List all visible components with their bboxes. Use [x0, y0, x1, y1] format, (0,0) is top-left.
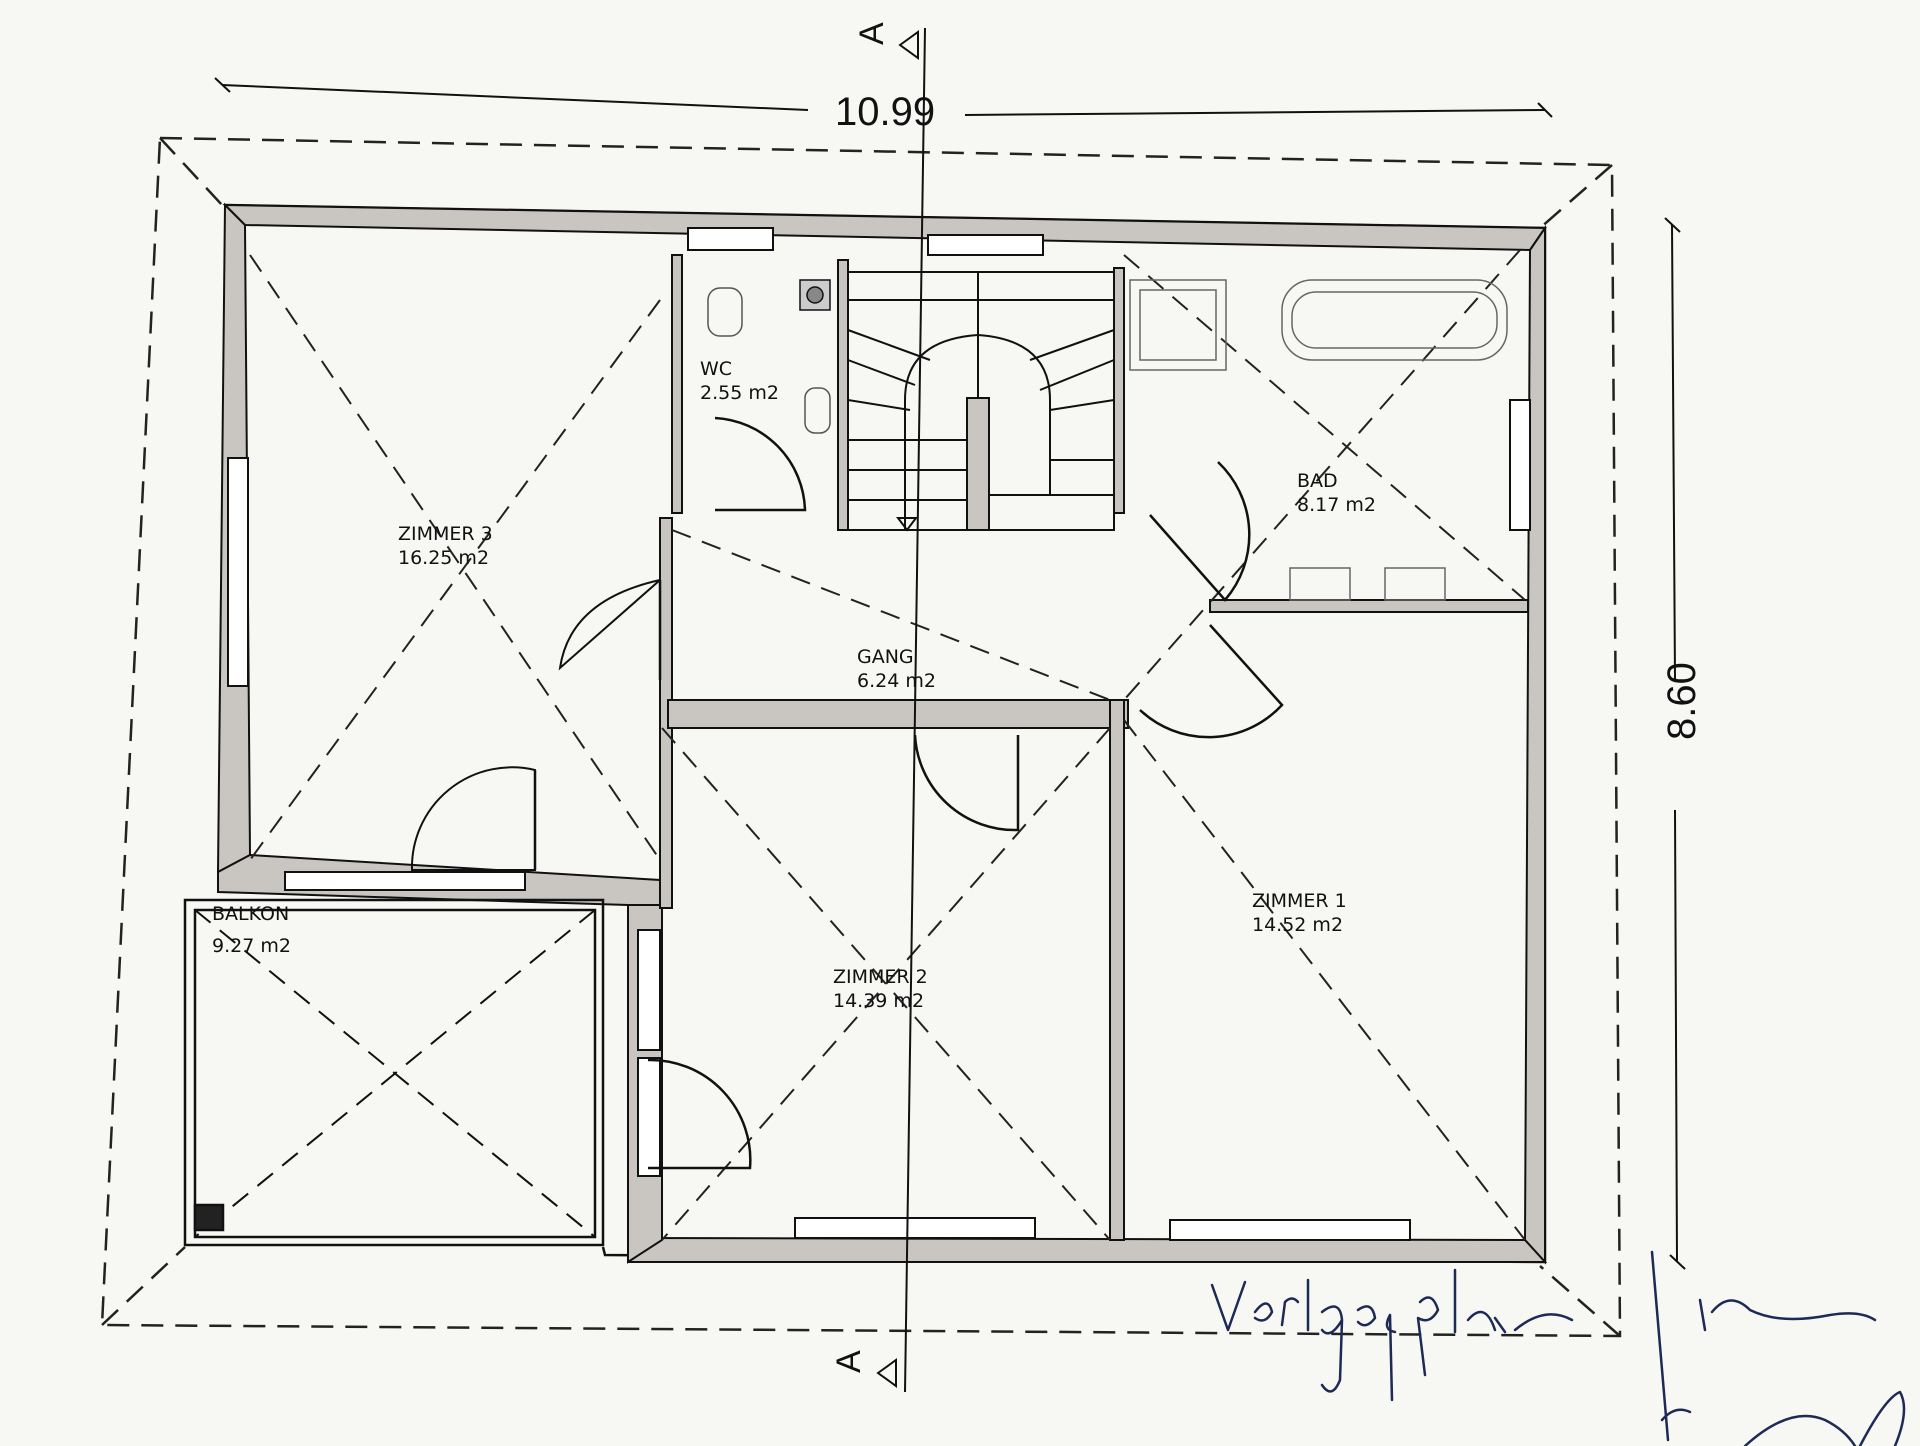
bathroom-fixtures: [1129, 279, 1508, 601]
doors: [410, 416, 1284, 1170]
room-name: BALKON: [212, 903, 289, 925]
section-line: [876, 27, 926, 1393]
section-label-bottom: A: [830, 1350, 868, 1373]
dimension-width: [214, 77, 1553, 118]
signature: [1650, 1250, 1906, 1446]
section-arrow-top-icon: [898, 30, 919, 60]
room-zimmer-3: ZIMMER 3 16.25 m2: [398, 523, 493, 569]
room-zimmer-1: ZIMMER 1 14.52 m2: [1252, 890, 1347, 936]
room-area: 14.52 m2: [1252, 914, 1343, 936]
room-area: 16.25 m2: [398, 547, 489, 569]
dimension-height: [1664, 217, 1686, 1270]
room-bad: BAD 8.17 m2: [1297, 470, 1376, 516]
building-outline: [224, 203, 1547, 1264]
walls: [216, 202, 1548, 1265]
room-name: WC: [700, 358, 732, 380]
room-balkon: BALKON 9.27 m2: [212, 903, 291, 957]
room-area: 8.17 m2: [1297, 494, 1376, 516]
room-name: ZIMMER 1: [1252, 890, 1347, 912]
room-name: BAD: [1297, 470, 1338, 492]
roof-outline: [100, 136, 1622, 1338]
room-diagonals: [249, 249, 1526, 1241]
windows: [227, 227, 1531, 1241]
room-area: 14.39 m2: [833, 990, 924, 1012]
handwritten-note: [1210, 1268, 1574, 1402]
room-gang: GANG 6.24 m2: [857, 646, 936, 692]
room-wc: WC 2.55 m2: [700, 358, 779, 404]
room-name: ZIMMER 2: [833, 966, 928, 988]
room-name: GANG: [857, 646, 914, 668]
dimension-height-label: 8.60: [1660, 662, 1704, 740]
room-area: 2.55 m2: [700, 382, 779, 404]
room-zimmer-2: ZIMMER 2 14.39 m2: [833, 966, 928, 1012]
room-area: 9.27 m2: [212, 935, 291, 957]
room-name: ZIMMER 3: [398, 523, 493, 545]
balcony: [183, 898, 605, 1247]
wc-fixtures: [707, 279, 831, 434]
dimension-width-label: 10.99: [835, 90, 935, 134]
drain-icon: [193, 1203, 225, 1232]
section-label-top: A: [853, 22, 891, 45]
section-arrow-bottom-icon: [876, 1358, 897, 1388]
staircase: [847, 271, 1115, 532]
room-area: 6.24 m2: [857, 670, 936, 692]
